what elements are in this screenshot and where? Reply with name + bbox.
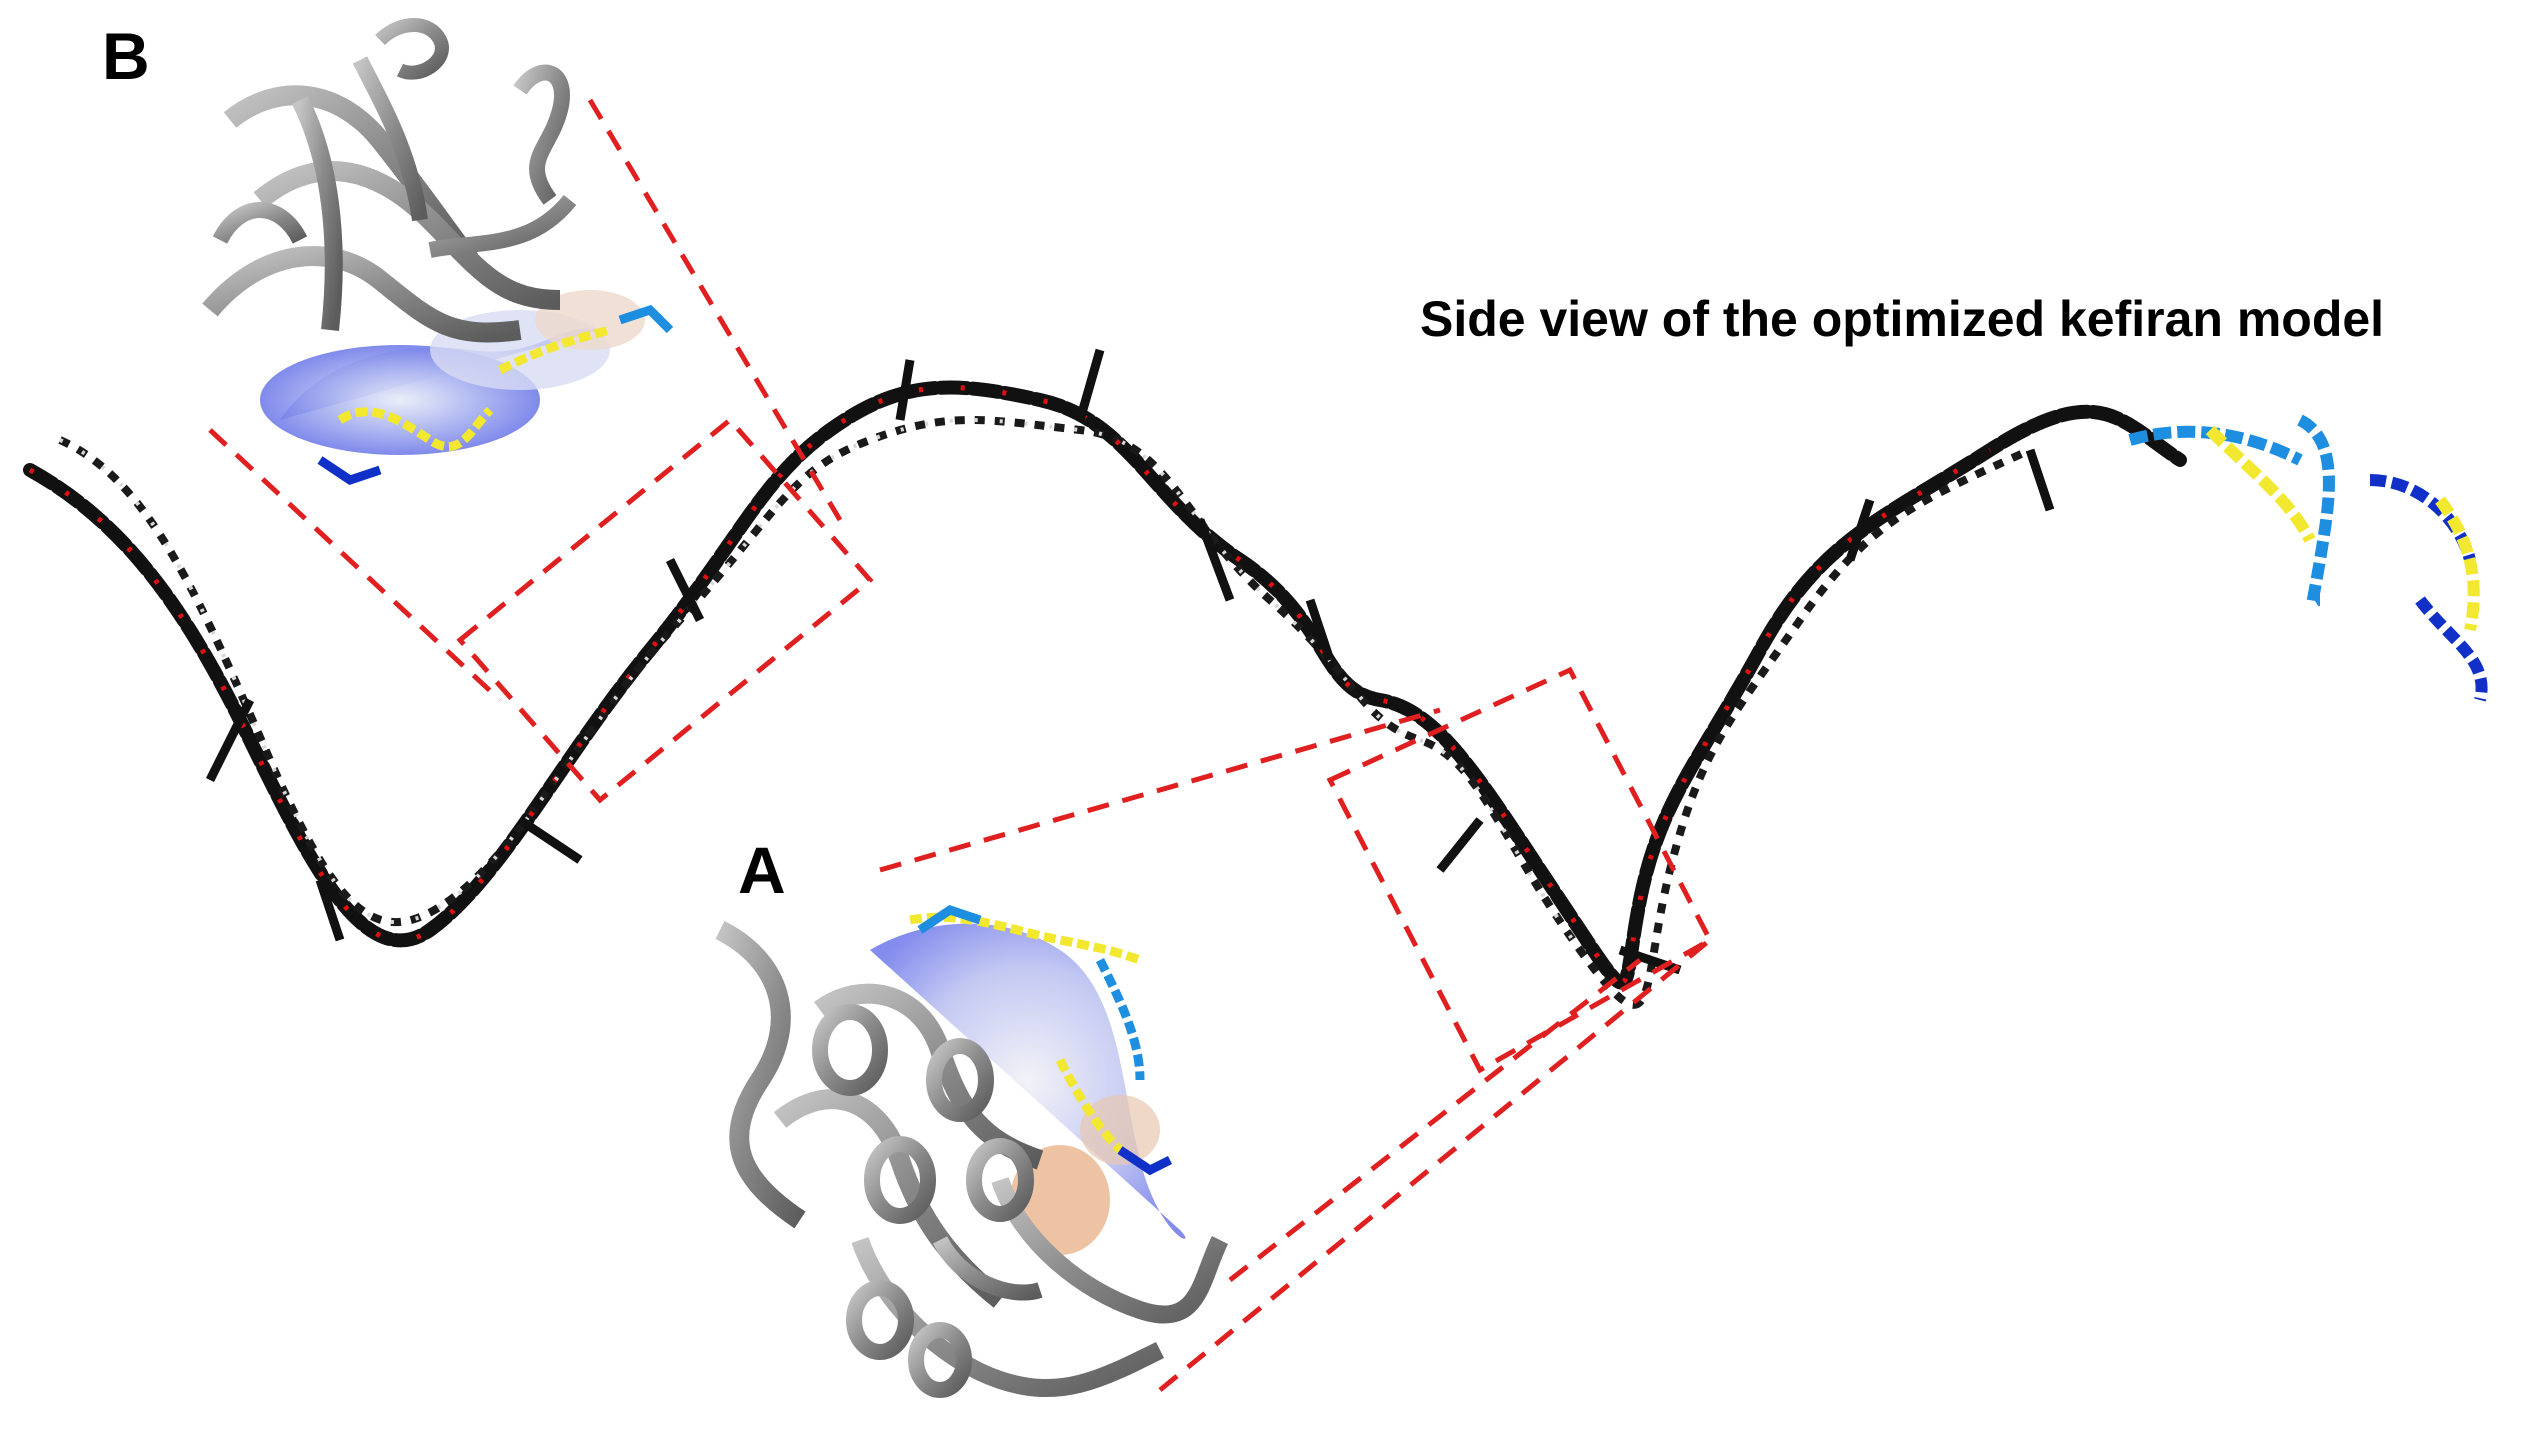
polysaccharide-chain (23, 348, 2187, 1009)
panel-label-b: B (102, 19, 150, 93)
highlighted-residues-chain (2128, 414, 2488, 702)
panel-label-a: A (738, 833, 786, 907)
callout-lines-a (879, 666, 1714, 1392)
callout-lines-b (208, 98, 874, 804)
figure-title: Side view of the optimized kefiran model (1420, 291, 2385, 347)
protein-ribbon-a (715, 905, 1229, 1398)
protein-ribbon-b (202, 18, 674, 485)
